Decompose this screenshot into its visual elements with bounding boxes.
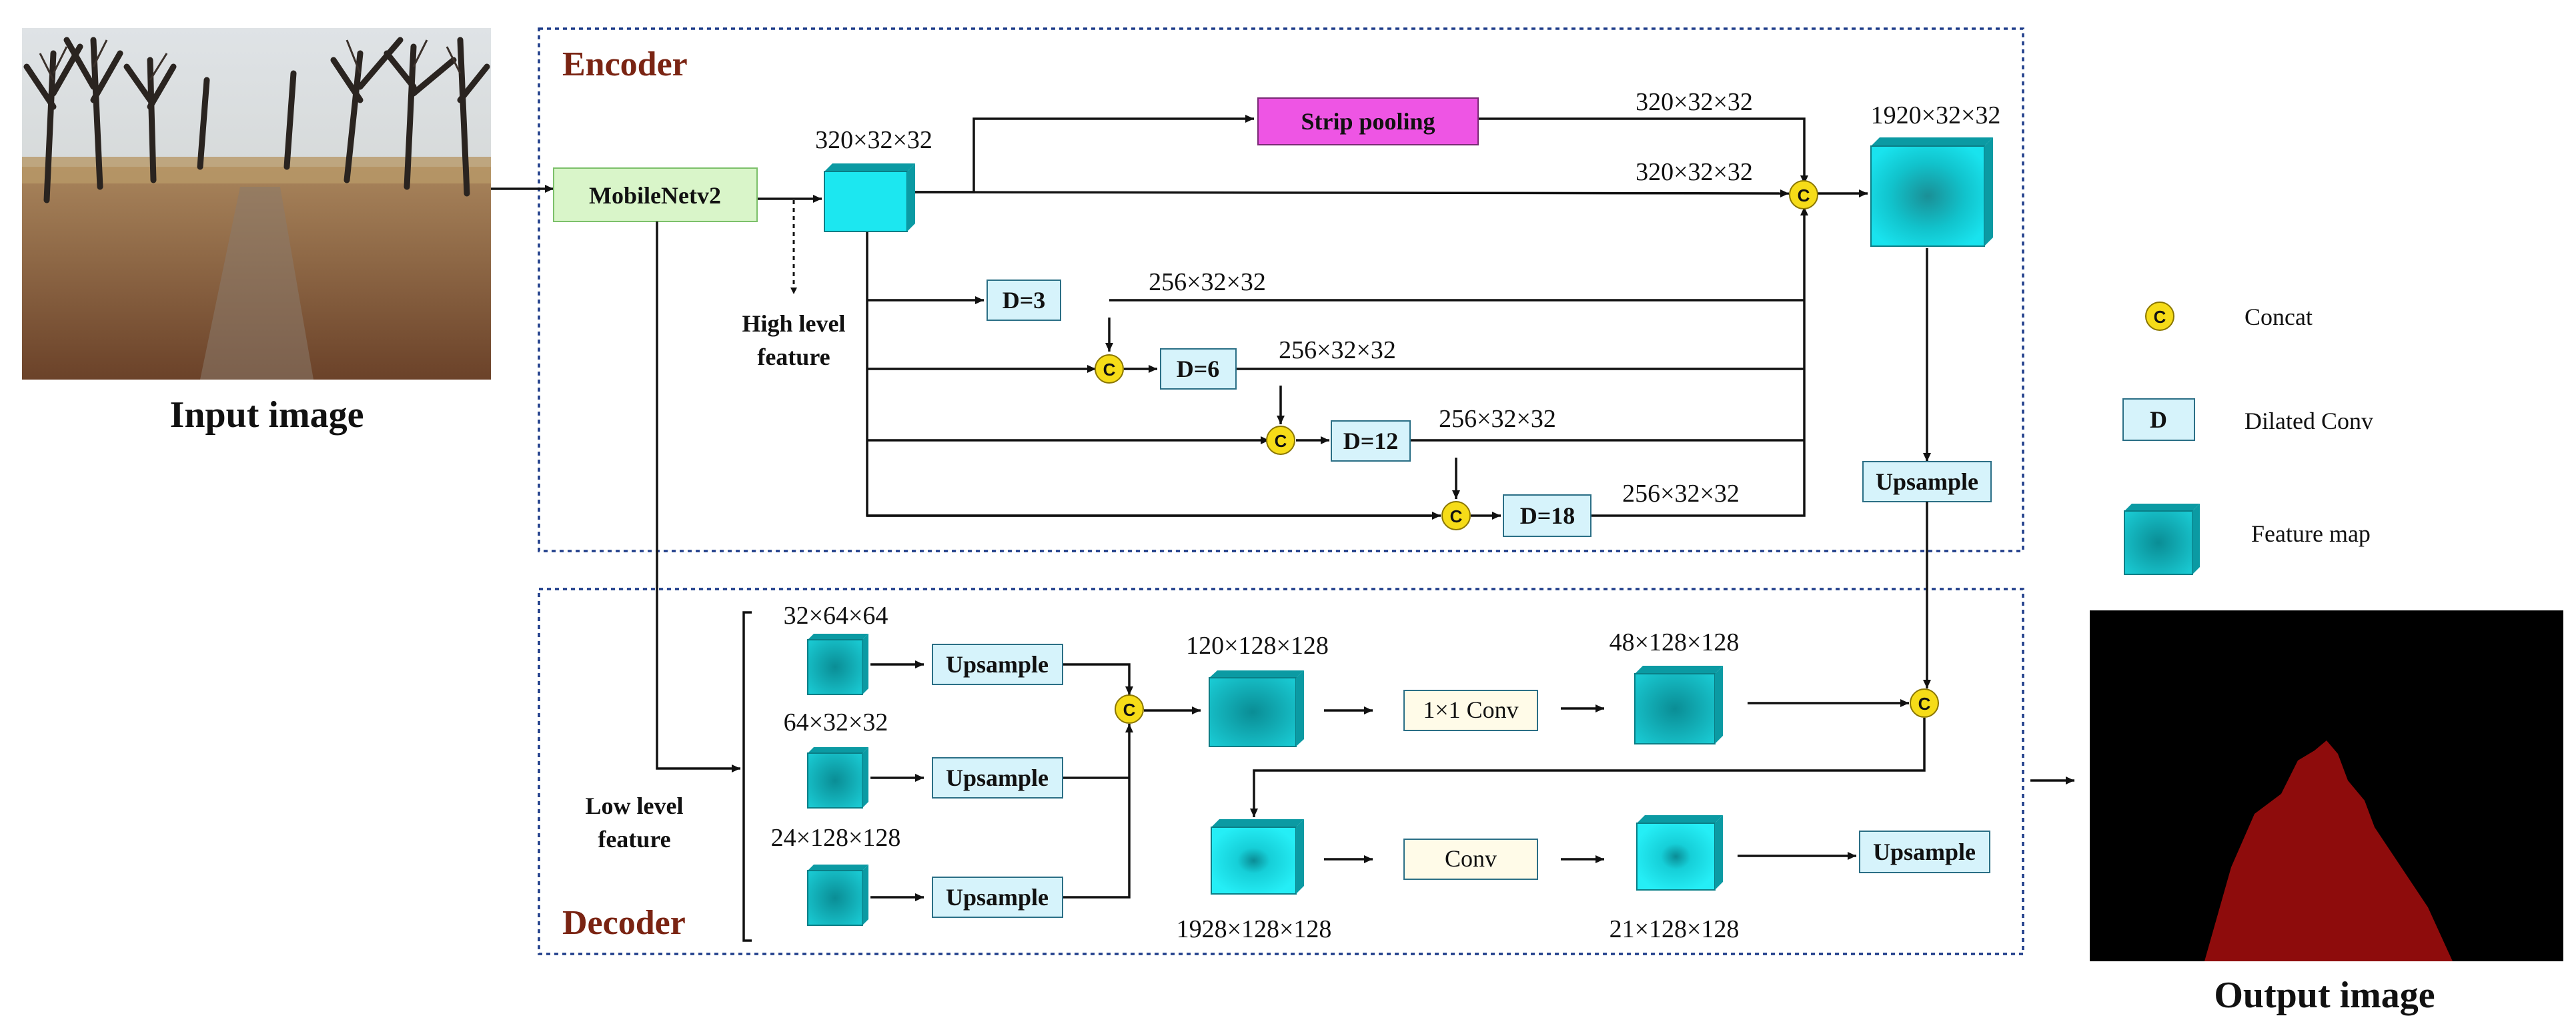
svg-text:C: C — [1103, 360, 1116, 380]
low-level-upsample-box-2 — [932, 757, 1063, 799]
svg-text:C: C — [1275, 431, 1287, 451]
svg-text:D=12: D=12 — [1343, 428, 1399, 454]
final-feature-map — [1636, 815, 1723, 891]
encoder-concat-feature-map — [1870, 137, 1993, 247]
concat-d18: C — [1441, 501, 1471, 530]
low-level-upsample-box-1 — [932, 644, 1063, 685]
low-level-feature-map-2 — [807, 747, 868, 809]
dilated-d12: D=12 — [1331, 420, 1411, 462]
legend-concat-icon: C — [2145, 302, 2174, 331]
legend-feature-map-icon — [2124, 504, 2200, 575]
low-level-feature-line1: Low level — [586, 793, 684, 819]
svg-text:C: C — [2154, 307, 2166, 327]
legend: C Concat D Dilated Conv Feature map — [2122, 302, 2373, 575]
encoder-upsample-label: Upsample — [1876, 468, 1978, 495]
svg-text:C: C — [1918, 694, 1931, 714]
low-level-feature-line2: feature — [598, 826, 670, 853]
low-level-upsample-label-1: Upsample — [946, 651, 1049, 678]
fused-feature-map — [1209, 670, 1304, 747]
decoder-concat-out-dim: 1928×128×128 — [1177, 915, 1332, 943]
low-level-dim-3: 24×128×128 — [771, 824, 901, 852]
svg-text:C: C — [1450, 506, 1463, 526]
conv1x1-box — [1403, 690, 1538, 731]
decoder-frame — [538, 588, 2024, 955]
backbone-out-dim: 320×32×32 — [815, 126, 932, 154]
mobilenetv2-label: MobileNetv2 — [589, 182, 721, 209]
legend-feature-map-label: Feature map — [2251, 520, 2371, 547]
legend-dilated-label: Dilated Conv — [2244, 408, 2373, 434]
encoder-connections — [491, 115, 1931, 520]
decoder-upsample-label: Upsample — [1873, 839, 1976, 865]
low-level-upsample-box-3 — [932, 877, 1063, 918]
conv-label: Conv — [1445, 845, 1497, 872]
d3-out-dim: 256×32×32 — [1149, 268, 1266, 296]
decoder-concat-low: C — [1115, 694, 1144, 724]
input-image-caption: Input image — [170, 394, 364, 436]
decoder-upsample-box — [1859, 831, 1990, 873]
legend-concat-label: Concat — [2244, 304, 2313, 330]
conv1x1-label: 1×1 Conv — [1423, 696, 1518, 723]
fused-dim: 120×128×128 — [1186, 632, 1329, 660]
reduced-feature-map — [1634, 666, 1723, 744]
output-image-caption: Output image — [2214, 975, 2435, 1016]
decoder-connections — [656, 221, 2074, 942]
dilated-d6: D=6 — [1160, 348, 1237, 390]
conv-box — [1403, 839, 1538, 880]
strip-pooling-label: Strip pooling — [1301, 108, 1435, 135]
low-level-dim-2: 64×32×32 — [784, 708, 888, 736]
low-level-feature-map-3 — [807, 865, 868, 926]
strip-out-dim: 320×32×32 — [1636, 88, 1753, 116]
low-level-feature-map-1 — [807, 634, 868, 695]
skip-out-dim: 320×32×32 — [1636, 158, 1753, 186]
encoder-concat: C — [1789, 180, 1818, 209]
svg-text:C: C — [1123, 700, 1136, 720]
mobilenetv2-box — [553, 167, 758, 222]
d18-out-dim: 256×32×32 — [1622, 480, 1740, 508]
encoder-title: Encoder — [562, 45, 688, 83]
svg-text:D: D — [2150, 406, 2167, 433]
reduced-dim: 48×128×128 — [1609, 628, 1740, 656]
decoder-concat-feature-map — [1211, 819, 1304, 895]
low-level-upsample-label-2: Upsample — [946, 764, 1049, 791]
output-image — [2090, 610, 2563, 961]
dilated-d3: D=3 — [987, 280, 1061, 321]
high-level-feature-line1: High level — [742, 310, 846, 337]
low-level-upsample-label-3: Upsample — [946, 884, 1049, 911]
legend-dilated-icon: D — [2122, 398, 2195, 441]
high-level-feature-line2: feature — [757, 344, 830, 370]
svg-text:C: C — [1798, 185, 1810, 205]
svg-text:D=18: D=18 — [1520, 502, 1575, 529]
encoder-frame — [538, 27, 2024, 552]
low-level-dim-1: 32×64×64 — [784, 602, 888, 630]
d12-out-dim: 256×32×32 — [1439, 405, 1556, 433]
final-dim: 21×128×128 — [1609, 915, 1740, 943]
strip-pooling-box — [1257, 97, 1479, 145]
encoder-concat-out-dim: 1920×32×32 — [1871, 101, 2001, 129]
backbone-feature-map — [824, 163, 915, 232]
concat-d6: C — [1095, 354, 1124, 384]
svg-text:D=6: D=6 — [1177, 356, 1220, 382]
d6-out-dim: 256×32×32 — [1279, 336, 1396, 364]
decoder-concat-high: C — [1910, 688, 1939, 718]
decoder-title: Decoder — [562, 904, 686, 942]
input-image — [22, 28, 491, 380]
svg-text:D=3: D=3 — [1003, 287, 1046, 314]
dilated-d18: D=18 — [1503, 494, 1591, 537]
concat-d12: C — [1266, 426, 1295, 455]
